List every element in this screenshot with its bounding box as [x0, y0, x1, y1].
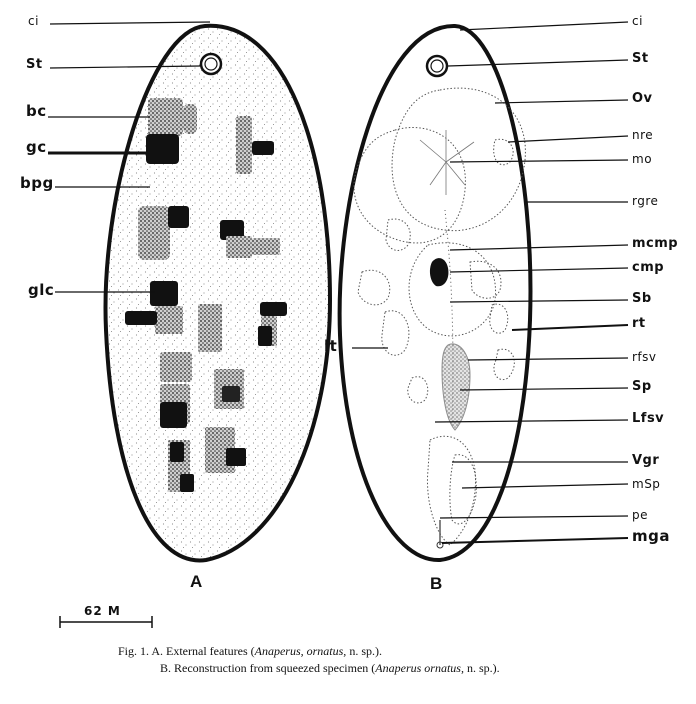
label-ci-a: ci	[28, 14, 39, 28]
caption-line-1: Fig. 1. A. External features (Anaperus, …	[0, 644, 696, 659]
caption-1-suffix: n. sp.).	[346, 644, 382, 658]
panel-letter-a: A	[190, 572, 203, 591]
label-mo: mo	[632, 152, 653, 166]
panel-b-body	[337, 23, 533, 563]
statocyst-b	[425, 54, 449, 78]
caption-2-suffix: n. sp.).	[463, 661, 500, 675]
scale-bar-label: 62 M	[84, 604, 121, 618]
label-bc: bc	[26, 102, 47, 120]
radiating-nerve-lines	[419, 130, 475, 195]
label-glc: glc	[28, 281, 55, 299]
leader-lines-a	[48, 21, 211, 293]
caption-line-2: B. Reconstruction from squeezed specimen…	[0, 661, 696, 676]
label-sp: Sp	[632, 379, 652, 394]
caption-1-prefix: Fig. 1. A. External features (	[118, 644, 255, 658]
caption-2-prefix: B. Reconstruction from squeezed specimen…	[160, 661, 376, 675]
pigment-cells-a	[125, 98, 287, 492]
label-rt: rt	[632, 316, 646, 331]
label-rgre: rgre	[632, 194, 659, 208]
label-sb: Sb	[632, 291, 652, 306]
label-cmp: cmp	[632, 260, 665, 275]
label-st-a: St	[26, 57, 43, 72]
caption-2-italic: Anaperus ornatus,	[375, 661, 464, 675]
label-gc: gc	[26, 138, 47, 156]
label-nre: nre	[632, 128, 654, 142]
scale-bar	[59, 616, 153, 628]
label-lfsv: Lfsv	[632, 411, 665, 426]
label-pe: pe	[632, 508, 648, 522]
label-ci-b: ci	[632, 14, 643, 28]
label-ov: Ov	[632, 91, 653, 106]
label-rfsv: rfsv	[632, 350, 657, 364]
label-mcmp: mcmp	[632, 236, 679, 251]
label-mga: mga	[632, 527, 670, 545]
label-vgr: Vgr	[632, 453, 660, 468]
statocyst-a	[199, 52, 223, 76]
leader-lines-b	[352, 21, 629, 544]
caption-1-italic: Anaperus, ornatus,	[254, 644, 347, 658]
label-msp: mSp	[632, 477, 661, 491]
label-st-b: St	[632, 51, 649, 66]
internal-structures-b	[353, 87, 526, 546]
panel-letter-b: B	[430, 574, 443, 593]
panel-a-body	[103, 23, 333, 563]
label-bpg: bpg	[20, 174, 54, 192]
label-lt: lt	[324, 337, 338, 355]
copulatory-organ-b	[429, 258, 471, 549]
